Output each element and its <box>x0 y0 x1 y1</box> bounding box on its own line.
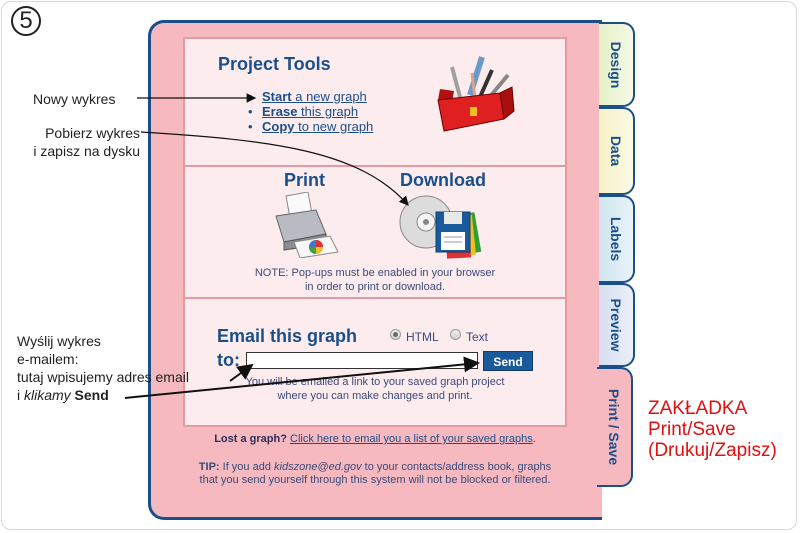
download-disk-icon[interactable] <box>398 192 488 262</box>
email-saved-graphs-link[interactable]: Click here to email you a list of your s… <box>290 433 533 445</box>
tip-pre: If you add <box>219 461 275 473</box>
start-new-graph-link[interactable]: Start a new graph <box>262 89 367 104</box>
email-note-line1: You will be emailed a link to your saved… <box>245 376 505 388</box>
tip-post: to your contacts/address book, graphs <box>361 461 552 473</box>
project-tools-title: Project Tools <box>218 54 331 74</box>
annotation-tab: ZAKŁADKA Print/Save (Drukuj/Zapisz) <box>648 398 777 461</box>
printer-icon[interactable] <box>270 192 342 258</box>
tab-design[interactable]: Design <box>599 22 635 107</box>
tab-data[interactable]: Data <box>599 107 635 195</box>
copy-graph-link[interactable]: Copy to new graph <box>262 119 374 134</box>
annotation-new-graph: Nowy wykres <box>33 91 116 107</box>
annotation-tab-line1: ZAKŁADKA <box>648 398 748 419</box>
download-label: Download <box>400 170 486 190</box>
tab-label: Preview <box>608 298 624 352</box>
annotation-tab-line3: (Drukuj/Zapisz) <box>648 440 777 461</box>
annotation-download: Pobierz wykres i zapisz na dysku <box>28 124 140 160</box>
text-format-radio[interactable] <box>450 329 461 340</box>
annotation-download-line2: i zapisz na dysku <box>33 143 140 159</box>
text-format-label: Text <box>466 330 489 344</box>
list-item: • Erase this graph <box>248 104 373 119</box>
annotation-email-line3: tutaj wpisujemy adres email <box>17 369 189 385</box>
email-title: Email this graph <box>217 326 358 346</box>
tab-label: Data <box>608 135 624 167</box>
tab-label: Design <box>608 41 624 88</box>
toolbox-icon <box>437 56 515 132</box>
tip-email: kidszone@ed.gov <box>274 461 362 473</box>
tip-text: TIP: If you add kidszone@ed.gov to your … <box>150 461 600 487</box>
email-to-input[interactable] <box>246 352 478 369</box>
annotation-download-line1: Pobierz wykres <box>45 125 140 141</box>
tip-label: TIP: <box>198 461 220 473</box>
print-label: Print <box>284 170 326 190</box>
annotation-tab-line2: Print/Save <box>648 419 736 440</box>
popup-note-line2: in order to print or download. <box>304 281 446 293</box>
email-to-label: to: <box>217 350 240 370</box>
email-note: You will be emailed a link to your saved… <box>183 375 567 403</box>
list-item: • Copy to new graph <box>248 119 373 134</box>
popup-note-line1: NOTE: Pop-ups must be enabled in your br… <box>254 267 496 279</box>
popup-note: NOTE: Pop-ups must be enabled in your br… <box>183 266 567 294</box>
bullet-icon: • <box>248 89 253 104</box>
project-tools-links: • Start a new graph • Erase this graph • Co… <box>248 89 373 134</box>
lost-graph-row: Lost a graph? Click here to email you a … <box>150 433 600 445</box>
html-format-label: HTML <box>406 330 439 344</box>
tab-label: Labels <box>608 216 624 262</box>
html-format-radio[interactable] <box>390 329 401 340</box>
annotation-email-line4: i klikamy Send <box>17 387 109 403</box>
tab-label: Print / Save <box>606 388 622 466</box>
tab-preview[interactable]: Preview <box>599 283 635 367</box>
step-number-badge: 5 <box>11 6 41 36</box>
tip-line1: TIP: If you add kidszone@ed.gov to your … <box>150 461 600 474</box>
tab-print-save[interactable]: Print / Save <box>597 367 633 487</box>
list-item: • Start a new graph <box>248 89 373 104</box>
send-button[interactable]: Send <box>483 351 533 371</box>
annotation-email-line2: e-mailem: <box>17 351 79 367</box>
tab-labels[interactable]: Labels <box>599 195 635 283</box>
email-note-line2: where you can make changes and print. <box>277 390 473 402</box>
bullet-icon: • <box>248 119 253 134</box>
annotation-email: Wyślij wykres e-mailem: tutaj wpisujemy … <box>17 332 189 404</box>
bullet-icon: • <box>248 104 253 119</box>
lost-graph-label: Lost a graph? <box>214 433 287 445</box>
lost-suffix: . <box>532 433 536 445</box>
annotation-email-line1: Wyślij wykres <box>17 333 101 349</box>
erase-graph-link[interactable]: Erase this graph <box>262 104 359 119</box>
tip-line2: that you send yourself through this syst… <box>199 474 551 486</box>
